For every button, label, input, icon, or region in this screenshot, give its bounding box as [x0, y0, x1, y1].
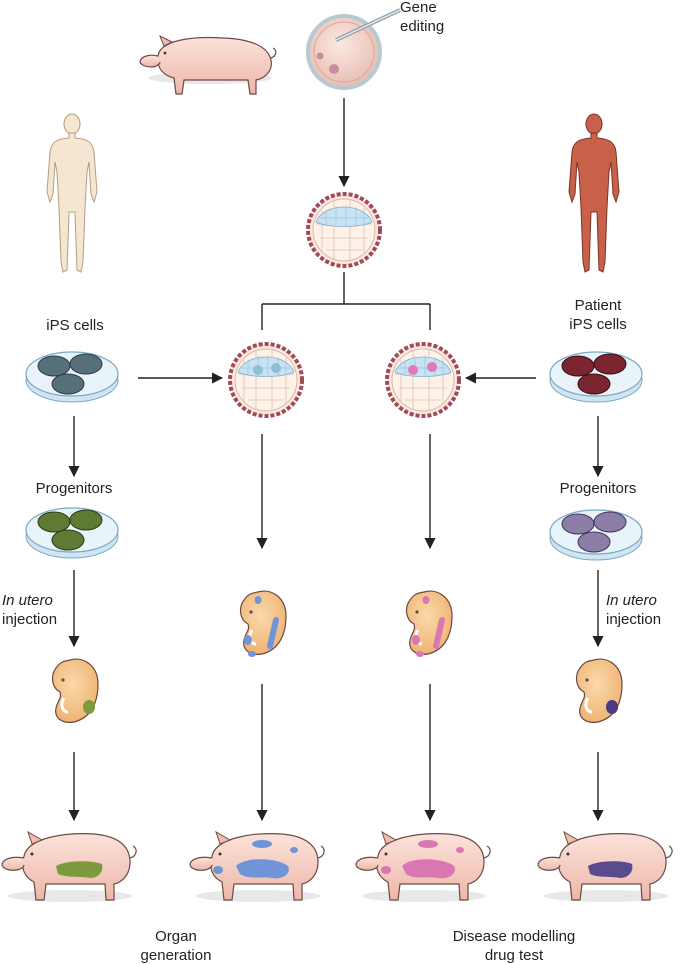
embryo-left-icon: [51, 657, 100, 724]
patient-ips-label: Patient iPS cells: [569, 297, 627, 333]
progenitors-left-label: Progenitors: [35, 480, 113, 497]
pig-purple-organ-icon: [537, 831, 673, 903]
embryo-right-icon: [575, 657, 624, 724]
patient-icon: [568, 113, 620, 273]
progenitors-right-label: Progenitors: [559, 480, 637, 497]
in-utero-right-label: In utero injection: [606, 592, 662, 628]
patient-ips-dish-icon: [549, 351, 643, 403]
pig-pink-organ-icon: [355, 831, 491, 903]
pig-green-organ-icon: [1, 831, 137, 903]
split-connector: [261, 272, 431, 330]
blastocyst-left-icon: [228, 342, 304, 418]
organ-generation-label: Organ generation: [140, 928, 212, 964]
human-icon: [46, 113, 98, 273]
embryo-center-right-icon: [405, 589, 454, 657]
progenitors-dish-right-icon: [549, 509, 643, 561]
disease-modelling-label: Disease modelling drug test: [452, 928, 576, 964]
egg-gene-editing-icon: [306, 8, 401, 90]
blastocyst-icon: [306, 192, 382, 268]
ips-cells-dish-icon: [25, 351, 119, 403]
pig-icon: [139, 35, 277, 95]
gene-editing-label: Gene editing: [400, 0, 445, 35]
blastocyst-right-icon: [385, 342, 461, 418]
embryo-center-left-icon: [239, 589, 288, 657]
ips-cells-label: iPS cells: [46, 317, 104, 334]
progenitors-dish-left-icon: [25, 507, 119, 559]
in-utero-left-label: In utero injection: [2, 592, 58, 628]
pig-blue-organ-icon: [189, 831, 325, 903]
